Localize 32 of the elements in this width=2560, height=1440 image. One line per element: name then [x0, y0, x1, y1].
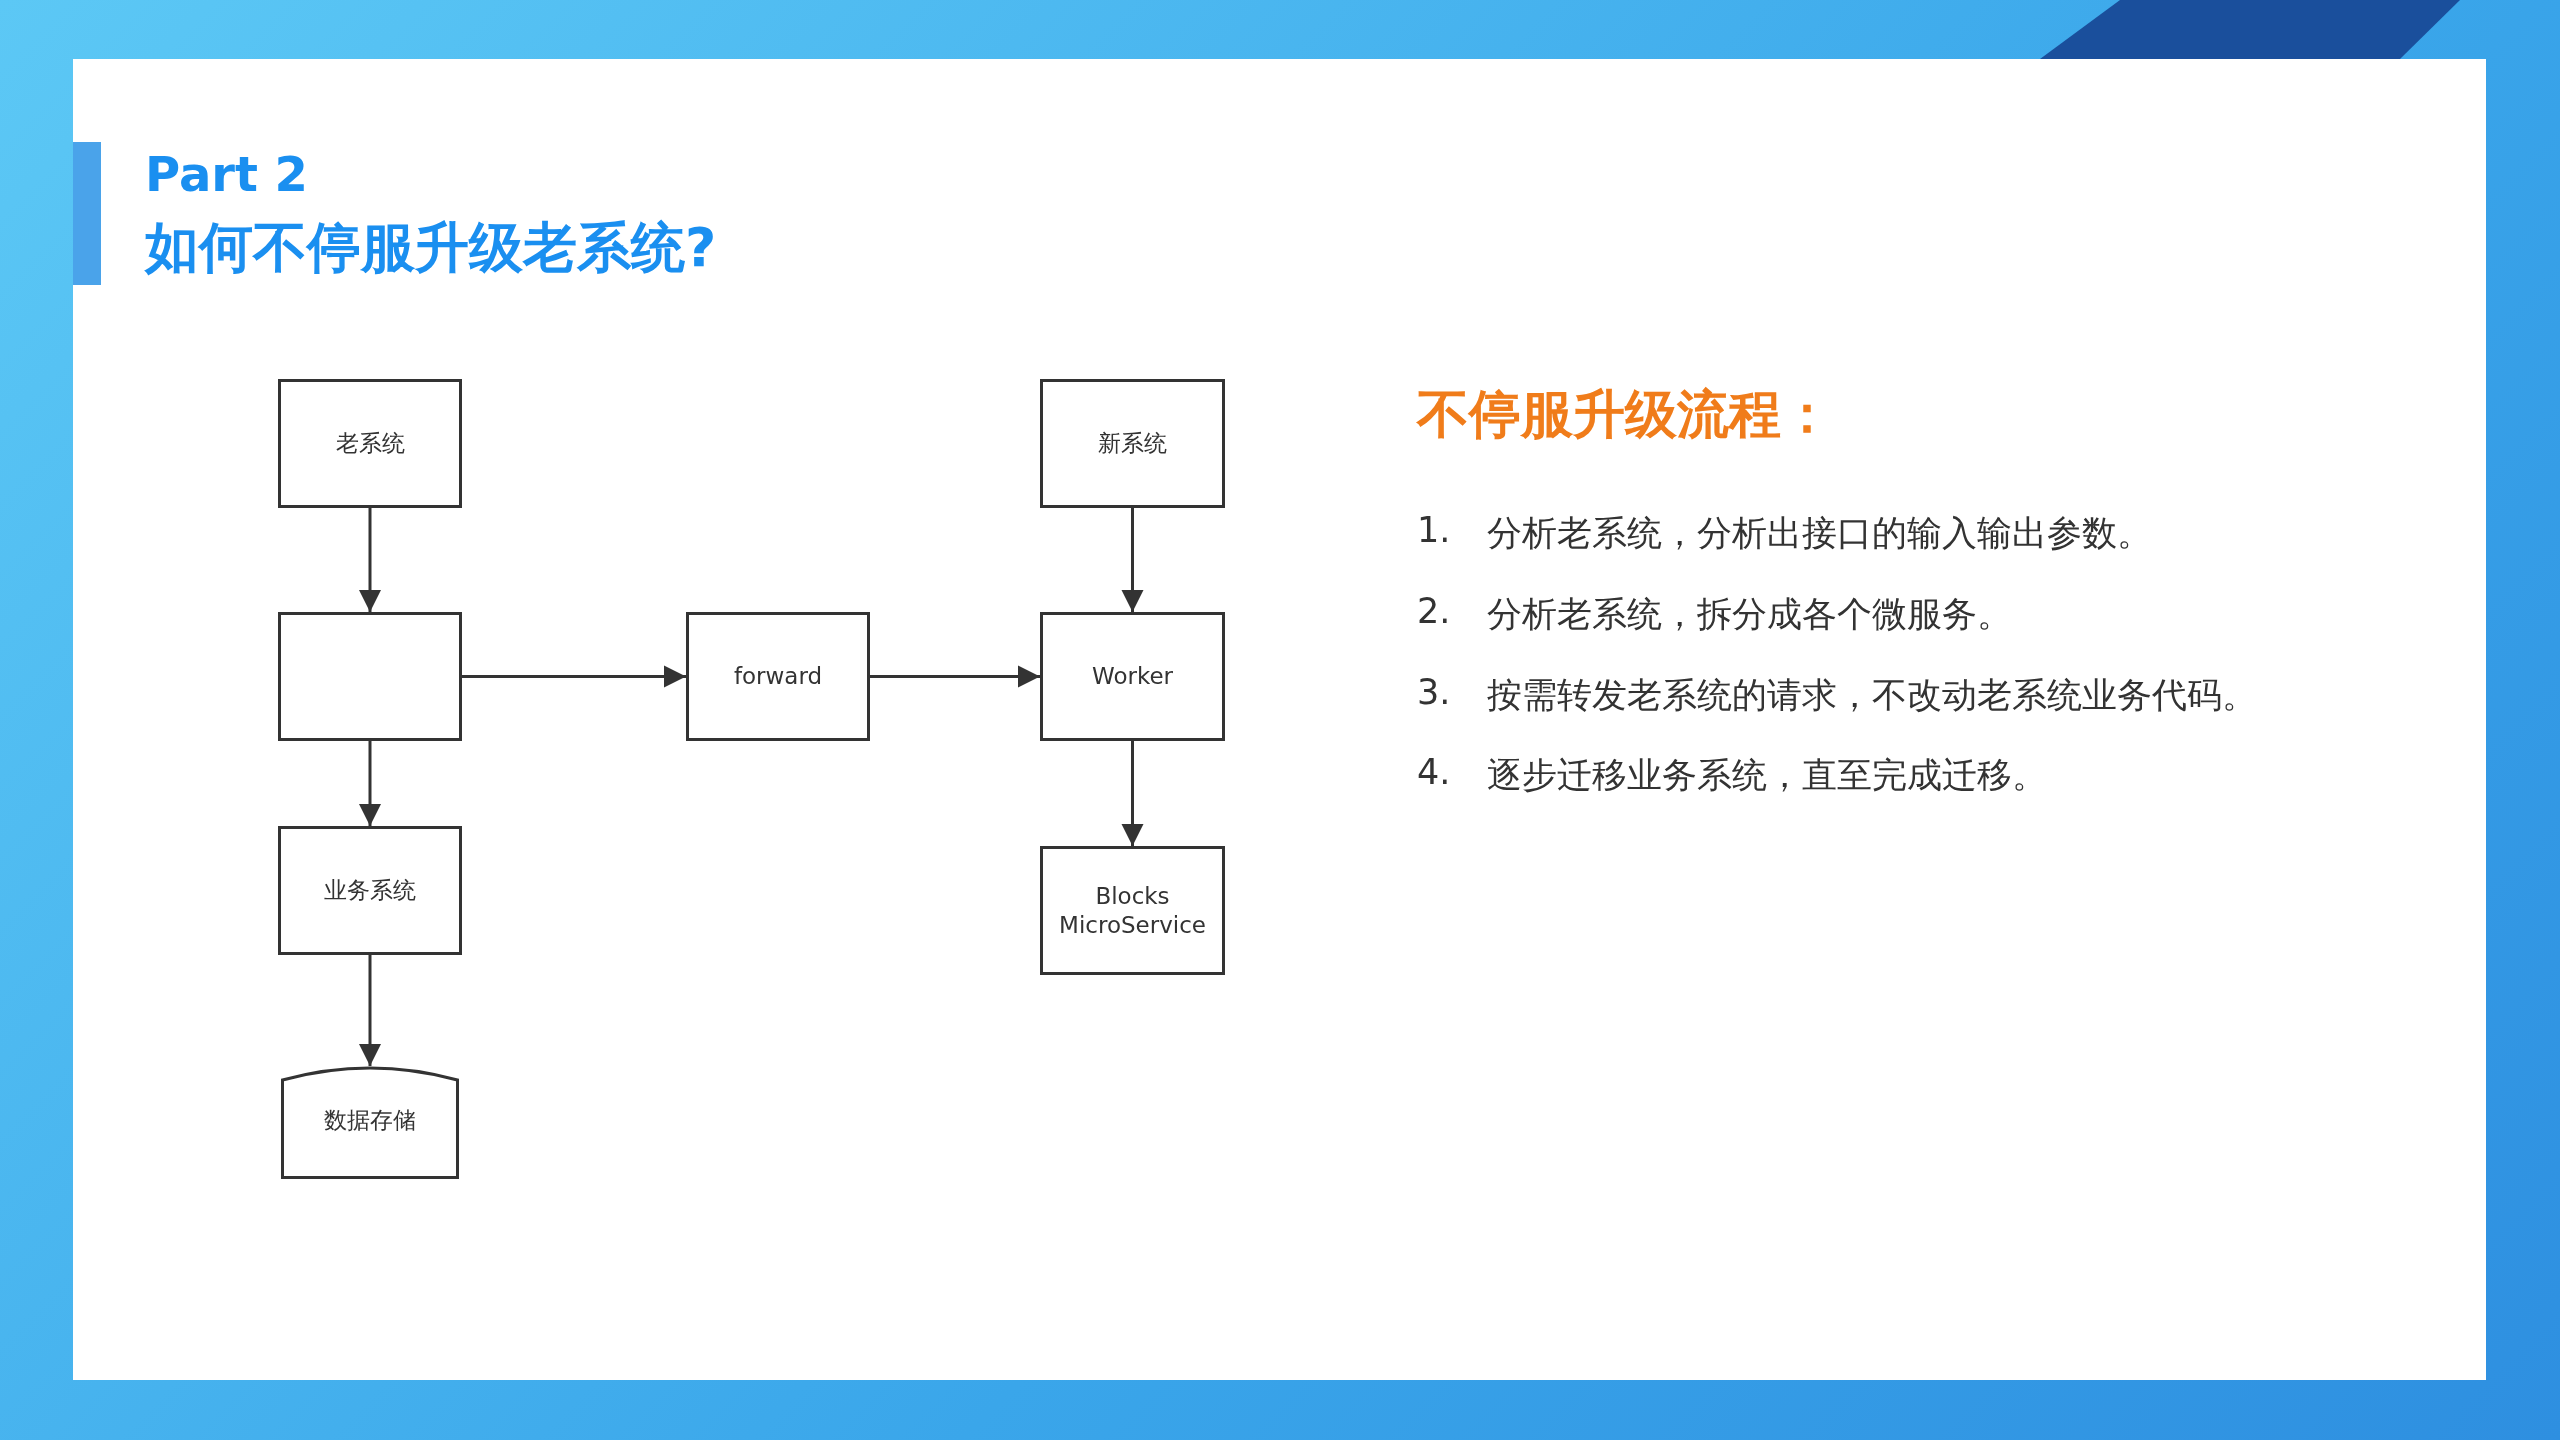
process-box	[1040, 612, 1225, 741]
node-label: 业务系统	[323, 876, 417, 905]
arrow	[359, 955, 381, 1066]
empty-box	[278, 612, 462, 741]
arrow	[359, 508, 381, 612]
node-label: Worker	[1091, 662, 1174, 691]
process-box	[686, 612, 870, 741]
slide-title: 如何不停服升级老系统?	[145, 215, 717, 281]
list-number: 2.	[1417, 591, 1451, 631]
list-number: 1.	[1417, 510, 1451, 550]
list-item-text: 逐步迁移业务系统，直至完成迁移。	[1487, 754, 2047, 797]
part-number: Part 2	[145, 146, 308, 202]
process-box	[1040, 379, 1225, 508]
arrow	[359, 741, 381, 826]
list-item-text: 分析老系统，分析出接口的输入输出参数。	[1487, 512, 2152, 555]
list-item-text: 按需转发老系统的请求，不改动老系统业务代码。	[1487, 674, 2257, 717]
arrow	[462, 665, 686, 688]
arrow	[870, 665, 1040, 688]
section-heading: 不停服升级流程：	[1417, 383, 1833, 446]
node-label: 新系统	[1097, 429, 1168, 458]
node-label: Blocks MicroService	[1058, 881, 1207, 940]
list-number: 3.	[1417, 672, 1451, 712]
arrow	[1121, 508, 1144, 612]
node-label: 数据存储	[323, 1106, 417, 1135]
list-item-text: 分析老系统，拆分成各个微服务。	[1487, 593, 2012, 636]
node-label: forward	[732, 662, 824, 691]
list-number: 4.	[1417, 752, 1451, 792]
node-label: 老系统	[334, 429, 406, 458]
process-box	[1040, 846, 1225, 975]
arrow	[1121, 741, 1144, 846]
process-box	[278, 826, 462, 955]
process-box	[278, 379, 462, 508]
